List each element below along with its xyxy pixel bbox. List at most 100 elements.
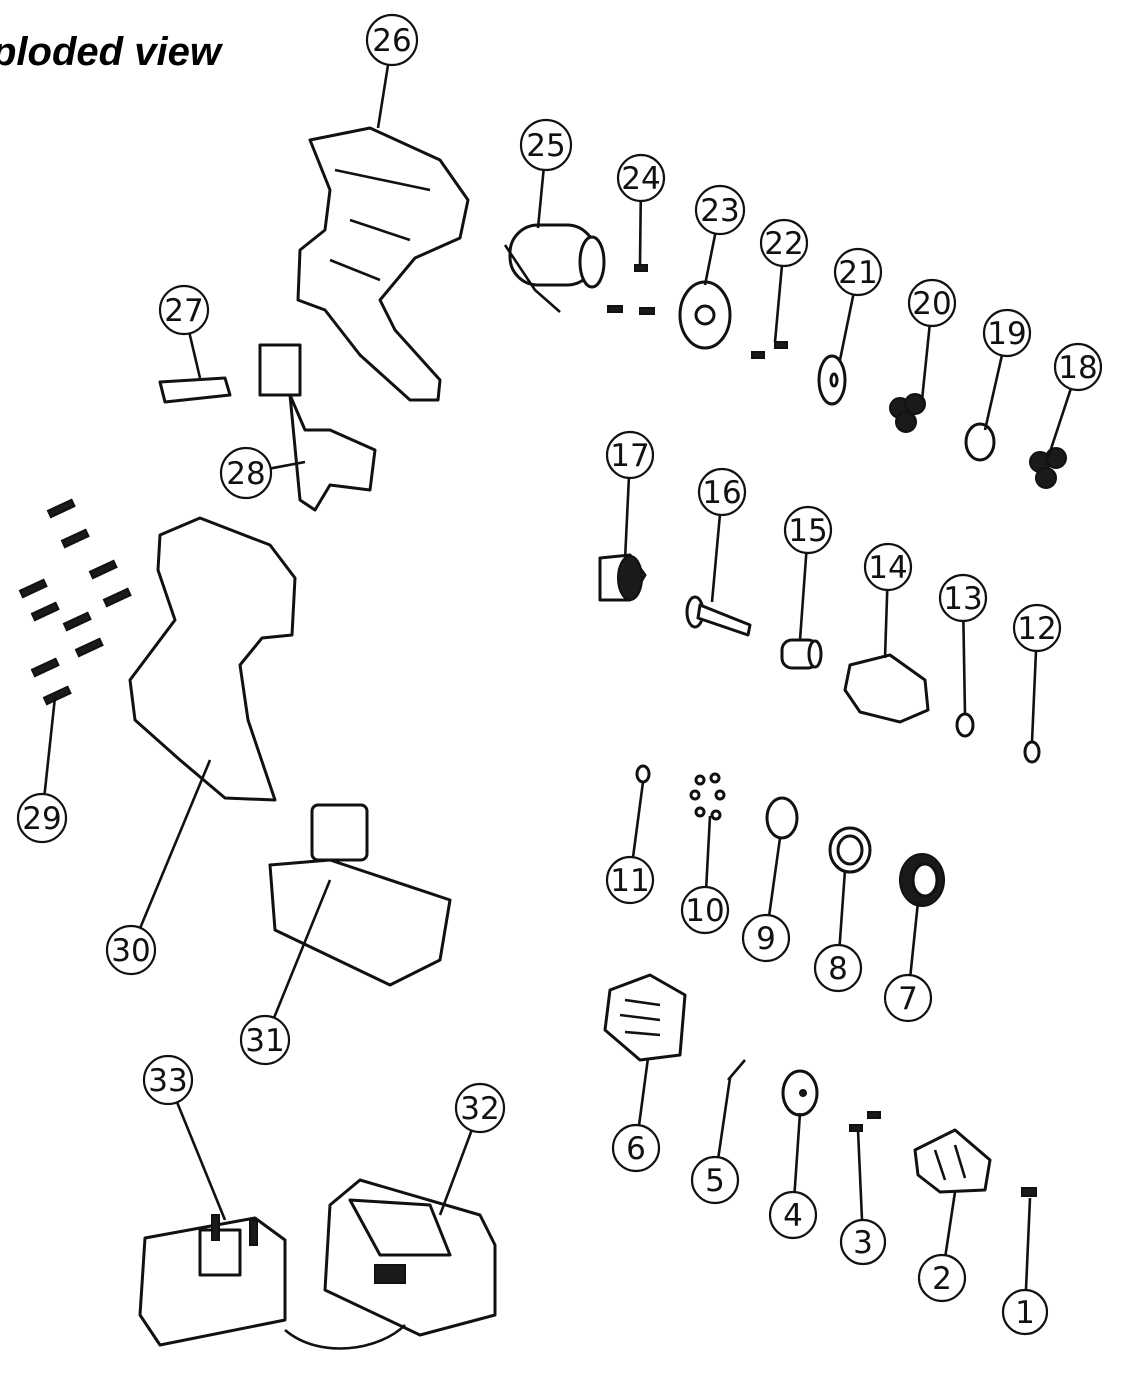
callout-number-22: 22: [764, 226, 803, 262]
callout-33: 33: [142, 1054, 194, 1106]
callout-6: 6: [611, 1123, 661, 1173]
callout-15: 15: [783, 505, 833, 555]
callout-number-19: 19: [987, 316, 1026, 352]
callout-19: 19: [982, 308, 1032, 358]
leader-line-29: [43, 696, 57, 795]
callout-12: 12: [1012, 603, 1062, 653]
callout-circle-28: [219, 446, 273, 500]
leader-line-5: [717, 1077, 732, 1158]
leader-line-16: [710, 514, 722, 603]
callout-11: 11: [605, 855, 655, 905]
leader-line-15: [798, 552, 808, 641]
clutch-ring-part: [899, 853, 945, 907]
leader-line-8: [838, 869, 847, 946]
callout-circle-24: [616, 153, 666, 203]
leader-line-2: [944, 1191, 957, 1256]
callout-number-17: 17: [610, 438, 649, 474]
leader-line-25: [536, 169, 545, 229]
charger-base-part: [323, 1178, 497, 1337]
leader-line-23: [703, 233, 717, 286]
callout-circle-22: [759, 218, 809, 268]
callout-number-5: 5: [705, 1163, 725, 1199]
set-screw-part: [727, 1059, 746, 1081]
leader-line-6: [637, 1057, 650, 1126]
leader-line-17: [623, 477, 631, 561]
callout-circle-13: [938, 573, 988, 623]
callout-circle-26: [365, 13, 419, 67]
leader-line-18: [1046, 388, 1073, 459]
callout-number-23: 23: [700, 193, 739, 229]
leader-line-9: [767, 837, 782, 916]
callout-circle-8: [813, 943, 863, 993]
leader-line-20: [920, 325, 931, 401]
leader-line-28: [270, 460, 306, 470]
callout-13: 13: [938, 573, 988, 623]
callout-28: 28: [219, 446, 273, 500]
callout-27: 27: [158, 284, 210, 336]
callout-circle-30: [105, 924, 157, 976]
callout-number-28: 28: [226, 456, 265, 492]
battery-part: [268, 803, 452, 987]
second-o-ring-part: [1023, 740, 1041, 764]
callout-number-26: 26: [372, 23, 411, 59]
spring-part: [828, 826, 872, 874]
callout-number-15: 15: [788, 513, 827, 549]
small-ring-part: [635, 764, 651, 784]
leader-line-4: [793, 1112, 802, 1193]
callout-number-3: 3: [853, 1225, 873, 1261]
callout-number-2: 2: [932, 1261, 952, 1297]
leader-line-3: [856, 1129, 864, 1221]
callout-10: 10: [680, 885, 730, 935]
leader-line-10: [704, 815, 712, 888]
callout-7: 7: [883, 973, 933, 1023]
callout-8: 8: [813, 943, 863, 993]
callout-number-6: 6: [626, 1131, 646, 1167]
callout-circle-10: [680, 885, 730, 935]
sun-gear-part: [964, 422, 996, 462]
callout-25: 25: [519, 118, 573, 172]
callout-number-4: 4: [783, 1198, 803, 1234]
leader-line-1: [1024, 1197, 1032, 1291]
leader-line-26: [376, 64, 390, 129]
callout-number-13: 13: [943, 581, 982, 617]
leader-line-13: [962, 620, 967, 716]
callout-2: 2: [917, 1253, 967, 1303]
callout-number-10: 10: [685, 893, 724, 929]
charger-cable-part: [284, 1324, 406, 1350]
callout-number-20: 20: [912, 286, 951, 322]
gear-housing-part: [843, 653, 930, 724]
callout-1: 1: [1001, 1288, 1049, 1336]
washer-part: [817, 354, 847, 406]
callout-17: 17: [605, 430, 655, 480]
bushing-part: [780, 638, 823, 670]
callout-number-31: 31: [245, 1023, 284, 1059]
leader-line-21: [838, 294, 855, 361]
callout-circle-20: [907, 278, 957, 328]
callout-number-24: 24: [621, 161, 660, 197]
callout-4: 4: [768, 1190, 818, 1240]
flat-washer-part: [765, 796, 799, 840]
callout-16: 16: [697, 467, 747, 517]
callout-circle-9: [741, 913, 791, 963]
callout-circle-31: [239, 1014, 291, 1066]
chuck-screws-part: [849, 1111, 881, 1132]
callout-5: 5: [690, 1155, 740, 1205]
callout-circle-32: [454, 1082, 506, 1134]
callout-circle-15: [783, 505, 833, 555]
callout-number-16: 16: [702, 475, 741, 511]
charger-adapter-part: [138, 1214, 287, 1347]
housing-screws-part: [18, 498, 132, 706]
motor-plate-part: [678, 280, 732, 350]
callout-26: 26: [365, 13, 419, 67]
callout-22: 22: [759, 218, 809, 268]
callout-circle-5: [690, 1155, 740, 1205]
callout-24: 24: [616, 153, 666, 203]
callout-number-30: 30: [111, 933, 150, 969]
callout-number-9: 9: [756, 921, 776, 957]
callout-29: 29: [16, 792, 68, 844]
callout-21: 21: [833, 247, 883, 297]
leader-line-27: [188, 333, 202, 379]
callout-number-27: 27: [164, 293, 203, 329]
leader-line-11: [631, 781, 645, 858]
